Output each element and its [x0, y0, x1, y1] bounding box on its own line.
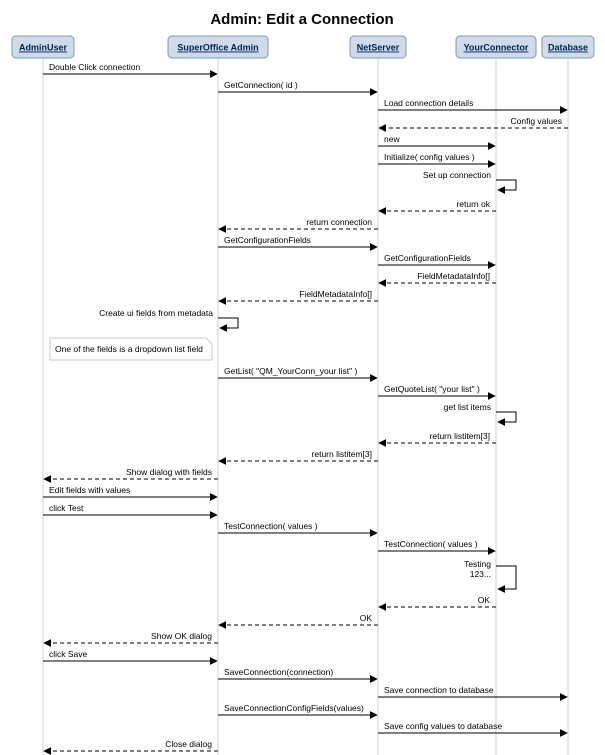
- participants: AdminUser SuperOffice Admin NetServer YourC…: [11, 35, 595, 59]
- message-24: TestConnection( values ): [378, 539, 496, 555]
- message-2: GetConnection( id ): [218, 80, 378, 96]
- message-10: GetConfigurationFields: [218, 235, 378, 251]
- message-label: SaveConnectionConfigFields(values): [224, 703, 364, 713]
- lifelines: [42, 58, 569, 755]
- participant-label-yourconnector: YourConnector: [464, 43, 529, 53]
- message-20: Show dialog with fields: [43, 467, 218, 483]
- message-label: get list items: [444, 402, 491, 412]
- message-26: OK: [378, 595, 496, 611]
- message-19: return listitem[3]: [218, 449, 378, 465]
- diagram-title: Admin: Edit a Connection: [210, 11, 393, 28]
- message-label: Initialize( config values ): [384, 152, 475, 162]
- participant-box-adminuser: [11, 35, 75, 59]
- message-label: Double Click connection: [49, 62, 140, 72]
- message-29: click Save: [43, 649, 218, 665]
- message-label: Create ui fields from metadata: [99, 308, 213, 318]
- message-label: return ok: [456, 199, 490, 209]
- message-33: Save config values to database: [378, 721, 568, 737]
- participant-label-netserver: NetServer: [357, 43, 400, 53]
- note-text: One of the fields is a dropdown list fie…: [55, 344, 203, 354]
- note: One of the fields is a dropdown list fie…: [49, 337, 213, 361]
- participant-box-yourconnector: [455, 35, 537, 59]
- message-label: SaveConnection(connection): [224, 667, 333, 677]
- message-label: TestConnection( values ): [384, 539, 478, 549]
- message-22: click Test: [43, 503, 218, 519]
- message-label: click Save: [49, 649, 88, 659]
- message-3: Load connection details: [378, 98, 568, 114]
- message-30: SaveConnection(connection): [218, 667, 378, 683]
- message-label: Show OK dialog: [151, 631, 212, 641]
- message-label: Save config values to database: [384, 721, 502, 731]
- message-17: get list items: [444, 402, 517, 426]
- note-box: [49, 337, 213, 361]
- message-label: Config values: [510, 116, 562, 126]
- message-label: FieldMetadataInfo[]: [417, 271, 490, 281]
- message-18: return listitem[3]: [378, 431, 496, 447]
- message-label: OK: [478, 595, 491, 605]
- message-1: Double Click connection: [43, 62, 218, 78]
- message-28: Show OK dialog: [43, 631, 218, 647]
- message-label: Edit fields with values: [49, 485, 130, 495]
- message-21: Edit fields with values: [43, 485, 218, 501]
- message-arrow: [218, 317, 239, 332]
- participant-label-adminuser: AdminUser: [19, 43, 68, 53]
- message-label: GetConnection( id ): [224, 80, 298, 90]
- message-11: GetConfigurationFields: [378, 253, 496, 269]
- message-label: Set up connection: [423, 170, 491, 180]
- message-32: SaveConnectionConfigFields(values): [218, 703, 378, 719]
- message-label: GetConfigurationFields: [224, 235, 311, 245]
- message-label: GetConfigurationFields: [384, 253, 471, 263]
- message-23: TestConnection( values ): [218, 521, 378, 537]
- message-arrow: [496, 565, 517, 593]
- message-label: GetQuoteList( "your list" ): [384, 384, 480, 394]
- message-13: FieldMetadataInfo[]: [218, 289, 378, 305]
- notes: One of the fields is a dropdown list fie…: [49, 337, 213, 361]
- message-34: Close dialog: [43, 739, 218, 755]
- participant-box-superoffice: [167, 35, 269, 59]
- message-5: new: [378, 134, 496, 150]
- message-label: new: [384, 134, 400, 144]
- message-7: Set up connection: [423, 170, 517, 194]
- message-arrow: [496, 179, 517, 194]
- message-4: Config values: [378, 116, 568, 132]
- message-6: Initialize( config values ): [378, 152, 496, 168]
- participant-box-netserver: [349, 35, 407, 59]
- message-8: return ok: [378, 199, 496, 215]
- message-label: return listitem[3]: [312, 449, 372, 459]
- participant-label-database: Database: [548, 43, 588, 53]
- message-label: GetList( "QM_YourConn_your list" ): [224, 366, 357, 376]
- message-label: click Test: [49, 503, 84, 513]
- message-arrow: [496, 411, 517, 426]
- participant-label-superoffice: SuperOffice Admin: [177, 43, 258, 53]
- message-label: return listitem[3]: [430, 431, 490, 441]
- message-14: Create ui fields from metadata: [99, 308, 239, 332]
- message-label: Load connection details: [384, 98, 473, 108]
- message-31: Save connection to database: [378, 685, 568, 701]
- message-label: Close dialog: [165, 739, 212, 749]
- message-15: GetList( "QM_YourConn_your list" ): [218, 366, 378, 382]
- message-label: OK: [360, 613, 373, 623]
- message-16: GetQuoteList( "your list" ): [378, 384, 496, 400]
- message-label: Save connection to database: [384, 685, 494, 695]
- message-label: TestConnection( values ): [224, 521, 318, 531]
- message-27: OK: [218, 613, 378, 629]
- participant-box-database: [541, 35, 595, 59]
- message-label: Show dialog with fields: [126, 467, 212, 477]
- message-label: FieldMetadataInfo[]: [299, 289, 372, 299]
- message-12: FieldMetadataInfo[]: [378, 271, 496, 287]
- message-label: return connection: [306, 217, 372, 227]
- message-9: return connection: [218, 217, 378, 233]
